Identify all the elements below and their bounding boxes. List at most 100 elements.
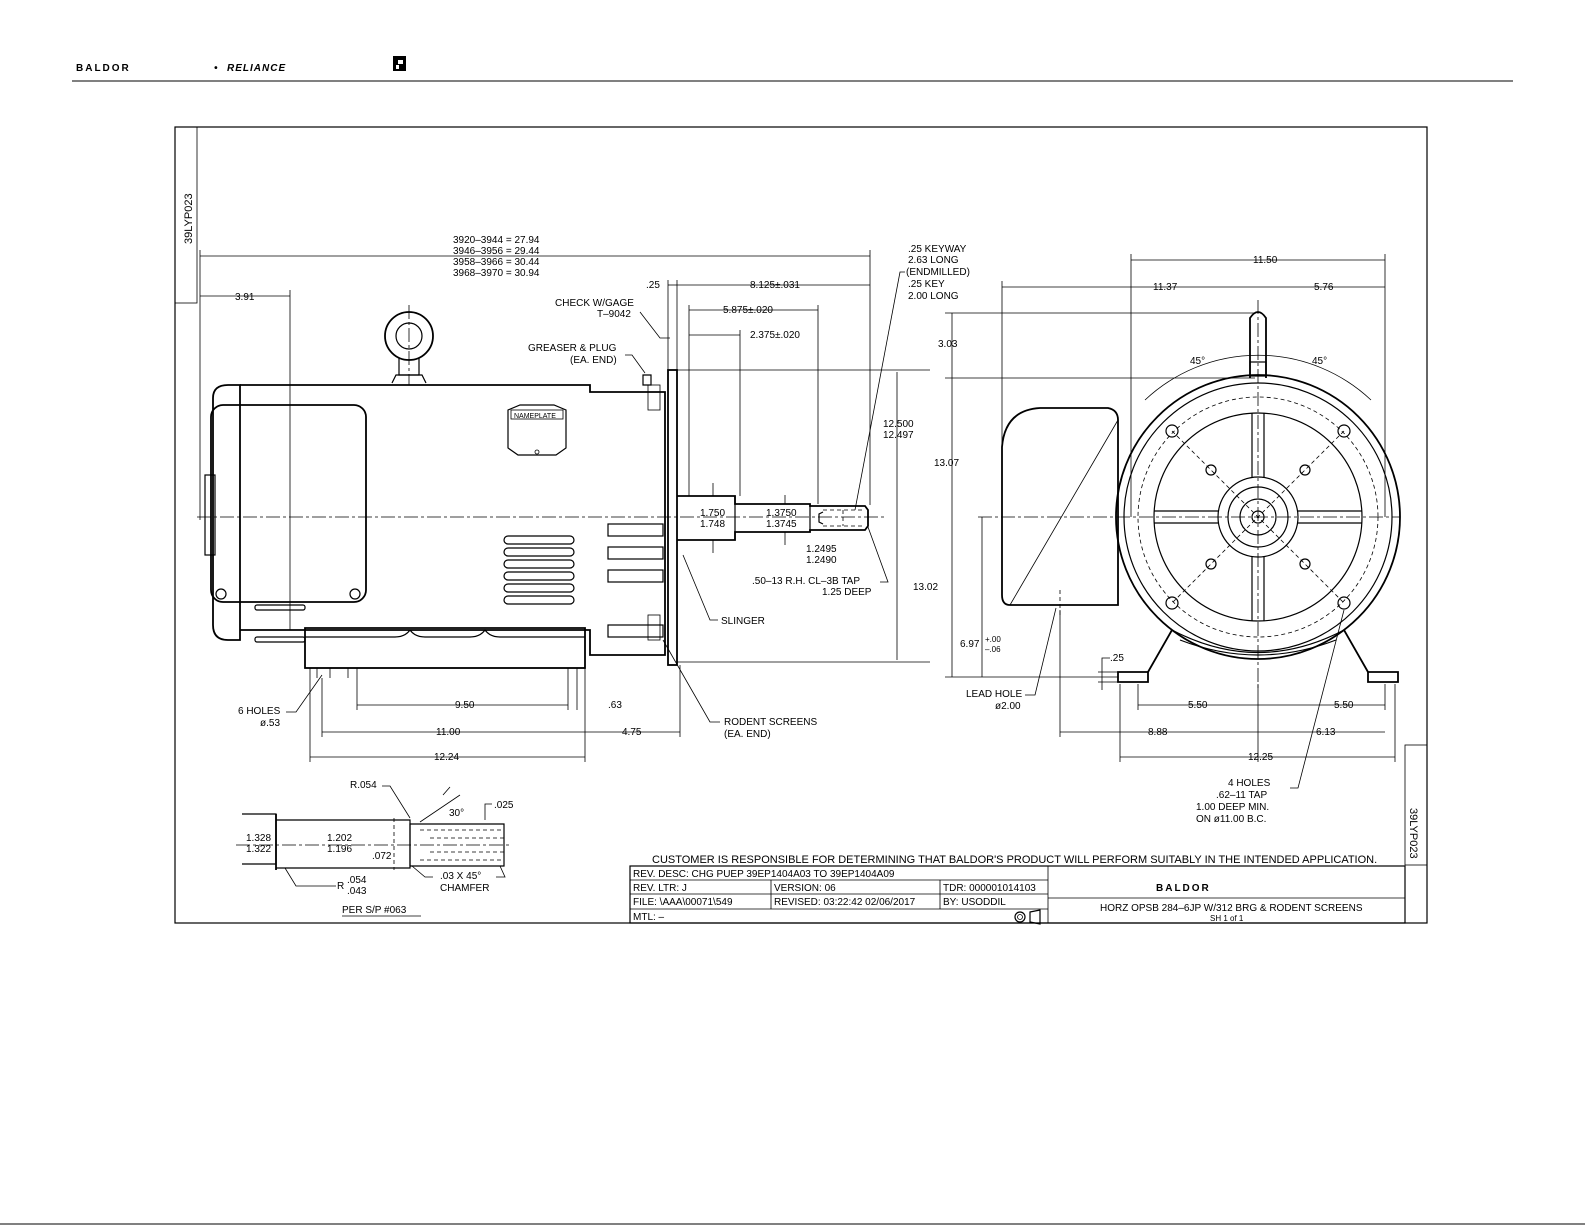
lead-hole-note-1: LEAD HOLE xyxy=(966,689,1022,700)
tap-note-2: 1.25 DEEP xyxy=(822,587,872,598)
angle-30: 30° xyxy=(449,808,464,819)
overall-length-1: 3920–3944 = 27.94 xyxy=(453,235,540,246)
brand-dot: • xyxy=(214,63,219,74)
dim-5-50-right: 5.50 xyxy=(1334,700,1354,711)
slinger-note: SLINGER xyxy=(721,616,765,627)
dim-5-50-left: 5.50 xyxy=(1188,700,1208,711)
radius-prefix: R xyxy=(337,881,344,892)
dim-13-02: 13.02 xyxy=(913,582,938,593)
side-view: NAMEPLATE xyxy=(197,235,970,763)
bolt-holes-note-1: 4 HOLES xyxy=(1228,778,1271,789)
rev-ltr: REV. LTR: J xyxy=(633,883,687,894)
drawing-number-bottom: 39LYP023 xyxy=(1407,808,1419,859)
overall-length-2: 3946–3956 = 29.44 xyxy=(453,246,540,257)
radius-0-043: .043 xyxy=(347,886,367,897)
rodent-screens-note-2: (EA. END) xyxy=(724,729,771,740)
nameplate-box: NAMEPLATE xyxy=(507,404,567,456)
tap-note-1: .50–13 R.H. CL–3B TAP xyxy=(752,576,860,587)
bolt-holes-note-2: .62–11 TAP xyxy=(1216,790,1267,801)
per-sp-note: PER S/P #063 xyxy=(342,905,407,916)
shaft-end-max: 1.2495 xyxy=(806,544,837,555)
dia-1-328: 1.328 xyxy=(246,833,271,844)
holes-note-1: 6 HOLES xyxy=(238,706,281,717)
title-block-logo: BALDOR xyxy=(1156,883,1211,894)
tdr: TDR: 000001014103 xyxy=(943,883,1036,894)
tol-minus: –.06 xyxy=(985,645,1001,654)
reliance-mark-icon xyxy=(393,56,406,71)
dim-8-125: 8.125±.031 xyxy=(750,280,800,291)
radius-0-054-lower: .054 xyxy=(347,875,367,886)
keyway-note-5: 2.00 LONG xyxy=(908,291,959,302)
file-path: FILE: \AAA\00071\549 xyxy=(633,897,733,908)
drawing-number-top: 39LYP023 xyxy=(183,193,195,244)
drawing-number-box-bottom xyxy=(1404,744,1428,866)
angle-right: 45° xyxy=(1312,356,1327,367)
pilot-dia-max: 12.500 xyxy=(883,419,914,430)
shaft-detail: R.054 30° .025 1.328 1.322 1.202 1.196 .… xyxy=(236,780,514,917)
title-block: CUSTOMER IS RESPONSIBLE FOR DETERMINING … xyxy=(629,854,1406,925)
shaft-dia-max: 1.750 xyxy=(700,508,725,519)
dim-0-63: .63 xyxy=(608,700,622,711)
radius-0-054: R.054 xyxy=(350,780,377,791)
shaft-dia-min: 1.748 xyxy=(700,519,725,530)
shaft-step-min: 1.3745 xyxy=(766,519,797,530)
frame-vents xyxy=(254,535,575,643)
dim-6-97: 6.97 xyxy=(960,639,980,650)
check-gage-note-2: T–9042 xyxy=(597,309,631,320)
overall-length-3: 3958–3966 = 30.44 xyxy=(453,257,540,268)
drawn-by: BY: USODDIL xyxy=(943,897,1006,908)
material: MTL: – xyxy=(633,912,665,923)
dia-1-202: 1.202 xyxy=(327,833,352,844)
end-view: 45° 45° 11.50 11.37 5.76 3.03 13.07 13.0… xyxy=(913,254,1401,825)
dim-9-50: 9.50 xyxy=(455,700,475,711)
chamfer-note-2: CHAMFER xyxy=(440,883,489,894)
angle-left: 45° xyxy=(1190,356,1205,367)
dim-2-375: 2.375±.020 xyxy=(750,330,800,341)
holes-note-2: ø.53 xyxy=(260,718,280,729)
dim-5-76: 5.76 xyxy=(1314,282,1334,293)
dim-foot-0-25: .25 xyxy=(1110,653,1124,664)
dim-5-875: 5.875±.020 xyxy=(723,305,773,316)
dia-1-196: 1.196 xyxy=(327,844,352,855)
rev-desc: REV. DESC: CHG PUEP 39EP1404A03 TO 39EP1… xyxy=(633,869,895,880)
dim-11-50: 11.50 xyxy=(1253,255,1278,266)
brand-baldor: BALDOR xyxy=(76,63,131,74)
dim-0-072: .072 xyxy=(372,851,392,862)
check-gage-note-1: CHECK W/GAGE xyxy=(555,298,634,309)
keyway-note-4: .25 KEY xyxy=(908,279,945,290)
drawing-description: HORZ OPSB 284–6JP W/312 BRG & RODENT SCR… xyxy=(1100,903,1363,914)
dim-6-13: 6.13 xyxy=(1316,727,1336,738)
dim-0-25: .25 xyxy=(646,280,660,291)
keyway-note-3: (ENDMILLED) xyxy=(906,267,970,278)
shaft-end-min: 1.2490 xyxy=(806,555,837,566)
dim-0-025: .025 xyxy=(494,800,514,811)
nameplate-label: NAMEPLATE xyxy=(514,413,556,420)
dia-1-322: 1.322 xyxy=(246,844,271,855)
dim-11-37: 11.37 xyxy=(1153,282,1178,293)
greaser-note-1: GREASER & PLUG xyxy=(528,343,617,354)
revised-date: REVISED: 03:22:42 02/06/2017 xyxy=(774,897,916,908)
third-angle-projection-icon xyxy=(1014,909,1041,925)
bolt-holes-note-3: 1.00 DEEP MIN. xyxy=(1196,802,1269,813)
overall-length-4: 3968–3970 = 30.94 xyxy=(453,268,540,279)
dim-3-91: 3.91 xyxy=(235,292,255,303)
dim-13-07: 13.07 xyxy=(934,458,959,469)
dim-3-03: 3.03 xyxy=(938,339,958,350)
header-logo: BALDOR • RELIANCE xyxy=(76,56,406,74)
dim-8-88: 8.88 xyxy=(1148,727,1168,738)
greaser-note-2: (EA. END) xyxy=(570,355,617,366)
keyway-note-2: 2.63 LONG xyxy=(908,255,959,266)
shaft-step-max: 1.3750 xyxy=(766,508,797,519)
dim-12-25: 12.25 xyxy=(1248,752,1273,763)
bolt-holes-note-4: ON ø11.00 B.C. xyxy=(1196,814,1266,825)
rodent-screens-note-1: RODENT SCREENS xyxy=(724,717,817,728)
dim-11-00: 11.00 xyxy=(436,727,461,738)
brand-reliance: RELIANCE xyxy=(227,63,286,74)
chamfer-note-1: .03 X 45° xyxy=(440,871,481,882)
version: VERSION: 06 xyxy=(774,883,836,894)
pilot-dia-min: 12.497 xyxy=(883,430,914,441)
drawing-number-box-top xyxy=(174,126,198,304)
disclaimer: CUSTOMER IS RESPONSIBLE FOR DETERMINING … xyxy=(652,854,1377,866)
lead-hole-note-2: ø2.00 xyxy=(995,701,1021,712)
